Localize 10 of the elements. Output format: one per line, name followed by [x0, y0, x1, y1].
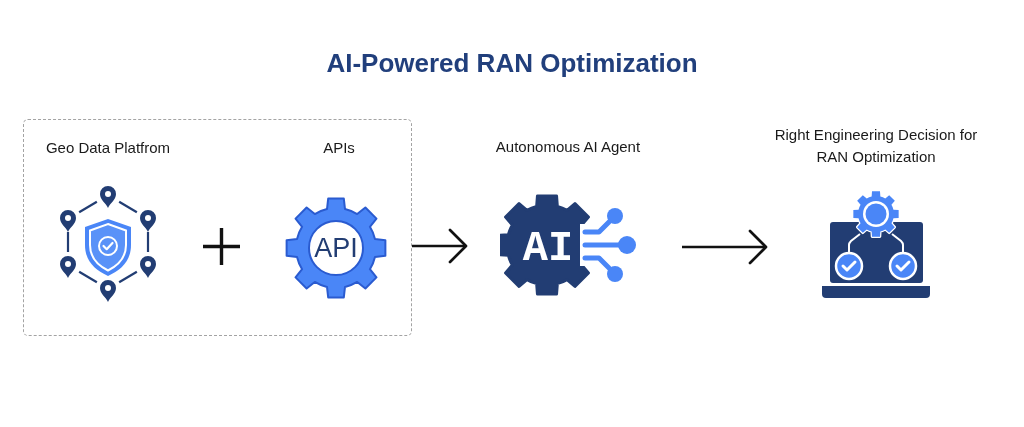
step-title: Right Engineering Decision for RAN Optimization	[773, 125, 979, 167]
gear-label: API	[314, 235, 358, 262]
diagram-title: AI-Powered RAN Optimization	[326, 47, 698, 79]
step-title: Autonomous AI Agent	[495, 137, 641, 157]
gear-label: AI	[522, 228, 574, 270]
dashed-group-box	[23, 119, 412, 336]
step-title: APIs	[323, 138, 355, 158]
step-title: Geo Data Platfrom	[45, 138, 171, 158]
arrow	[412, 228, 468, 264]
arrow	[682, 229, 768, 265]
